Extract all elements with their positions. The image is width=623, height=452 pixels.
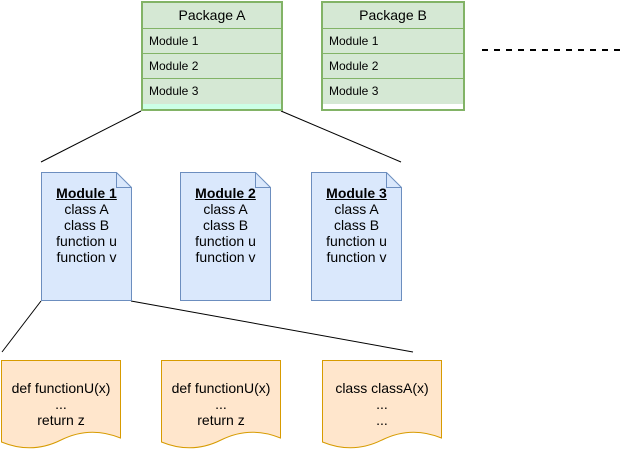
package-b-title: Package B <box>323 3 463 29</box>
wavy-document-shape <box>161 360 281 449</box>
module-3-line: class A <box>334 201 379 217</box>
code-line: return z <box>197 412 245 428</box>
code-line: ... <box>376 412 388 428</box>
document-shape <box>311 172 402 301</box>
package-a-title: Package A <box>143 3 281 29</box>
code-block-3[interactable]: class classA(x) ... ... <box>322 360 442 450</box>
module-2-line: class A <box>203 201 248 217</box>
package-a-module-1[interactable]: Module 1 <box>143 29 281 54</box>
code-block-1-contents: def functionU(x) ... return z <box>1 380 121 428</box>
module-3-line: function u <box>326 233 387 249</box>
package-b-module-2[interactable]: Module 2 <box>323 54 463 79</box>
package-b[interactable]: Package B Module 1 Module 2 Module 3 <box>321 1 465 111</box>
package-b-module-3[interactable]: Module 3 <box>323 79 463 104</box>
module-3-document[interactable]: Module 3 class A class B function u func… <box>311 172 402 301</box>
module-2-title: Module 2 <box>195 185 256 201</box>
package-b-bottom-strip <box>323 104 463 109</box>
zoom-line-left-module-1 <box>1 300 42 353</box>
wavy-document-shape <box>1 360 121 449</box>
module-1-line: class A <box>64 201 109 217</box>
module-1-contents: Module 1 class A class B function u func… <box>41 185 132 265</box>
code-line: ... <box>376 396 388 412</box>
module-1-line: function v <box>56 249 117 265</box>
zoom-line-left-package-a <box>40 110 142 163</box>
zoom-line-right-module-1 <box>130 300 414 353</box>
module-2-document[interactable]: Module 2 class A class B function u func… <box>180 172 271 301</box>
code-line: ... <box>55 396 67 412</box>
module-1-title: Module 1 <box>56 185 117 201</box>
module-2-line: function v <box>195 249 256 265</box>
module-1-line: class B <box>63 217 110 233</box>
zoom-line-right-package-a <box>280 110 402 163</box>
module-2-contents: Module 2 class A class B function u func… <box>180 185 271 265</box>
code-block-2[interactable]: def functionU(x) ... return z <box>161 360 281 450</box>
code-block-1[interactable]: def functionU(x) ... return z <box>1 360 121 450</box>
package-b-module-1[interactable]: Module 1 <box>323 29 463 54</box>
wavy-document-shape <box>322 360 442 449</box>
module-3-contents: Module 3 class A class B function u func… <box>311 185 402 265</box>
module-3-line: class B <box>333 217 380 233</box>
code-line: def functionU(x) <box>171 380 271 396</box>
code-line: return z <box>37 412 85 428</box>
package-a-bottom-strip <box>143 104 281 109</box>
module-2-line: function u <box>195 233 256 249</box>
module-3-title: Module 3 <box>326 185 387 201</box>
document-shape <box>41 172 132 301</box>
code-block-2-contents: def functionU(x) ... return z <box>161 380 281 428</box>
code-line: ... <box>215 396 227 412</box>
code-block-3-contents: class classA(x) ... ... <box>322 380 442 428</box>
code-line: class classA(x) <box>335 380 429 396</box>
document-shape <box>180 172 271 301</box>
module-1-document[interactable]: Module 1 class A class B function u func… <box>41 172 132 301</box>
module-1-line: function u <box>56 233 117 249</box>
module-2-line: class B <box>202 217 249 233</box>
package-a-module-3[interactable]: Module 3 <box>143 79 281 104</box>
package-a[interactable]: Package A Module 1 Module 2 Module 3 <box>141 1 283 111</box>
package-a-module-2[interactable]: Module 2 <box>143 54 281 79</box>
module-3-line: function v <box>326 249 387 265</box>
code-line: def functionU(x) <box>11 380 111 396</box>
